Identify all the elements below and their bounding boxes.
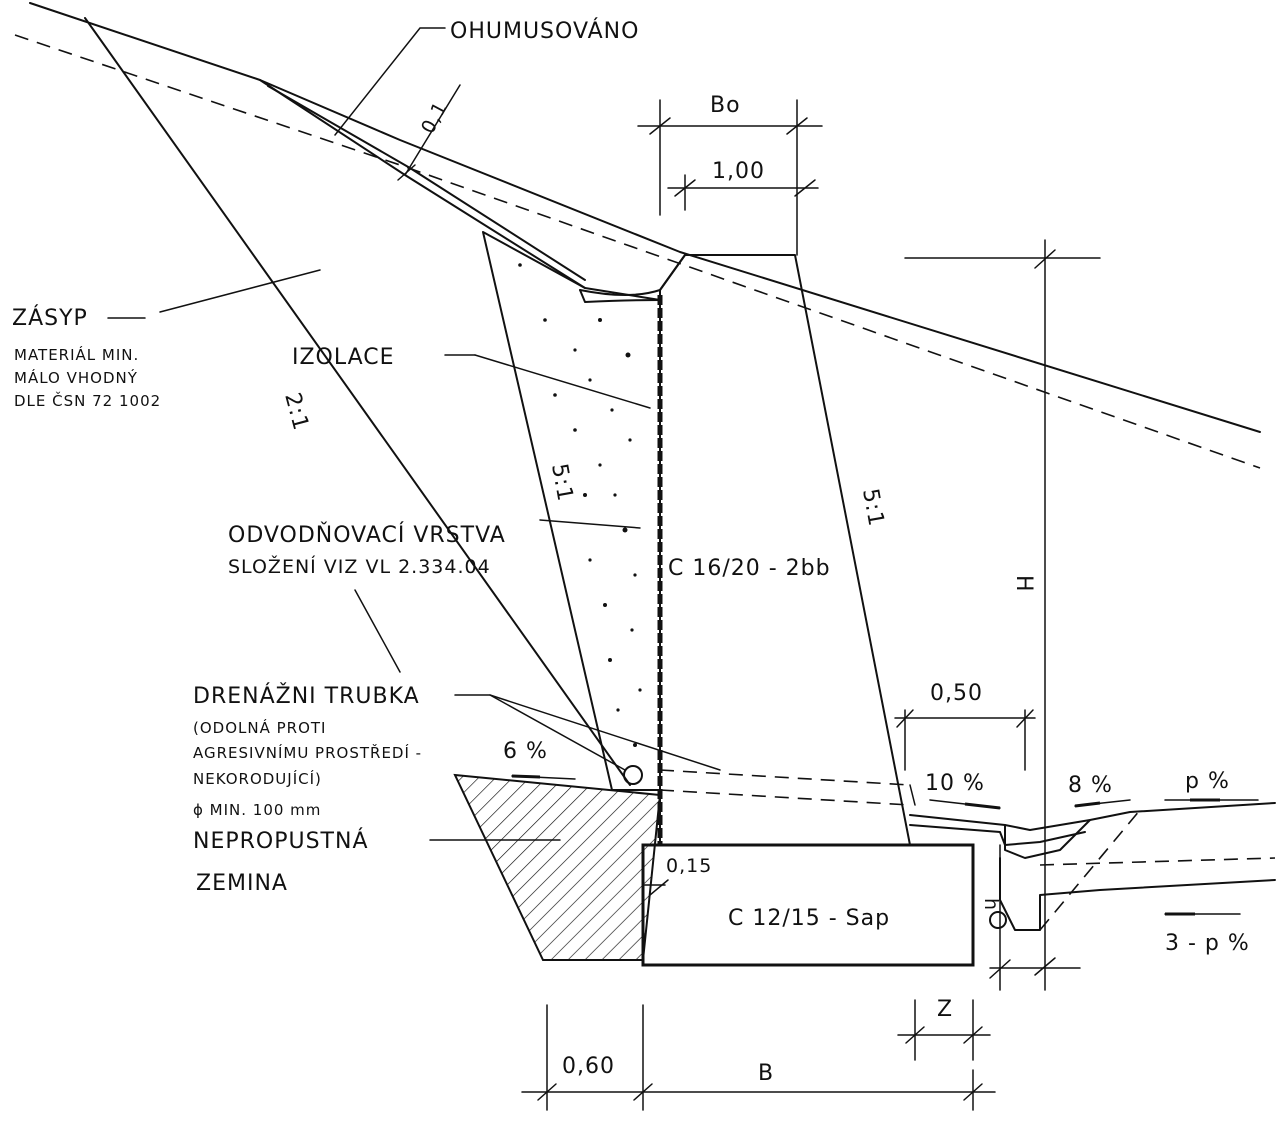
- dim-h: h: [980, 898, 1002, 911]
- dim-footing-step: 0,15: [666, 855, 712, 877]
- dim-z: Z: [937, 997, 953, 1022]
- label-drenazni-2: (ODOLNÁ PROTI: [193, 718, 326, 737]
- wall-cap: [579, 254, 686, 296]
- road-foundation: [999, 857, 1276, 931]
- dim-cover-thickness: 0,1: [417, 98, 452, 138]
- leaders: [107, 269, 721, 841]
- dim-bo: Bo: [710, 93, 741, 118]
- drainage-pipe: [623, 765, 643, 785]
- road-drain-pipe: [989, 911, 1007, 929]
- dim-height: H: [1011, 575, 1036, 593]
- label-drenazni-5: ϕ MIN. 100 mm: [193, 801, 321, 819]
- slope-grade-3p: 3 - p %: [1165, 931, 1250, 956]
- label-zasyp-note-3: DLE ČSN 72 1002: [14, 391, 161, 410]
- drain-slope-line-top: [659, 769, 911, 786]
- terrain-surface-line: [29, 2, 1261, 433]
- slope-wall-front: 5:1: [857, 487, 888, 529]
- label-zasyp-note-1: MATERIÁL MIN.: [14, 345, 139, 364]
- humus-layer: [259, 79, 586, 289]
- impermeable-soil: [453, 773, 662, 961]
- road-structure: [909, 802, 1276, 931]
- label-drenazni-3: AGRESIVNÍMU PROSTŘEDÍ -: [193, 743, 422, 762]
- wall-stem-outline: [659, 254, 911, 846]
- road-dashed-1: [1039, 857, 1276, 866]
- drain-slope-line-bottom: [659, 789, 911, 806]
- label-odvodnovaci-1: ODVODŇOVACÍ VRSTVA: [228, 522, 506, 548]
- label-izolace: IZOLACE: [292, 345, 395, 370]
- dim-base: B: [758, 1061, 774, 1086]
- dim-top-width: 1,00: [712, 159, 765, 184]
- drainage-fill-dots: [518, 263, 642, 747]
- impermeable-soil-hatch: [453, 773, 662, 961]
- backfill-slope-line: [84, 17, 631, 786]
- wall-cap-bottom: [579, 289, 661, 303]
- dim-heel: 0,60: [562, 1054, 615, 1079]
- label-drenazni-1: DRENÁŽNI TRUBKA: [193, 683, 420, 709]
- slope-grade-p: p %: [1185, 769, 1230, 794]
- grade-arrows: [511, 774, 1259, 916]
- drain-slope: [659, 769, 916, 806]
- road-dashed-2: [1039, 809, 1141, 931]
- terrain-dashed-line: [14, 34, 1261, 469]
- slope-wall-back: 5:1: [546, 462, 577, 504]
- terrain: [14, 2, 1261, 786]
- label-footing-concrete: C 12/15 - Sap: [728, 906, 890, 931]
- label-ohumusovano: OHUMUSOVÁNO: [450, 18, 639, 44]
- slope-grade-8: 8 %: [1068, 773, 1113, 798]
- slope-backfill: 2:1: [279, 390, 313, 434]
- wall-stem: [579, 254, 911, 846]
- label-zasyp: ZÁSYP: [12, 305, 88, 331]
- text-labels: OHUMUSOVÁNO ZÁSYP MATERIÁL MIN. MÁLO VHO…: [12, 18, 1250, 1086]
- label-odvodnovaci-2: SLOŽENÍ VIZ VL 2.334.04: [228, 555, 491, 578]
- label-zasyp-note-2: MÁLO VHODNÝ: [14, 368, 138, 387]
- label-drenazni-4: NEKORODUJÍCÍ): [193, 769, 322, 788]
- front-surface-2: [909, 824, 1086, 846]
- dimensions: [334, 27, 1101, 1111]
- slope-grade-6: 6 %: [503, 739, 548, 764]
- drain-slope-end: [909, 784, 916, 806]
- dim-offset: 0,50: [930, 681, 983, 706]
- label-zemina: ZEMINA: [196, 871, 288, 896]
- slope-grade-10: 10 %: [925, 771, 985, 796]
- curb: [1004, 819, 1091, 859]
- label-wall-concrete: C 16/20 - 2bb: [668, 556, 831, 581]
- label-nepropustna: NEPROPUSTNÁ: [193, 828, 369, 854]
- front-surface: [909, 802, 1276, 831]
